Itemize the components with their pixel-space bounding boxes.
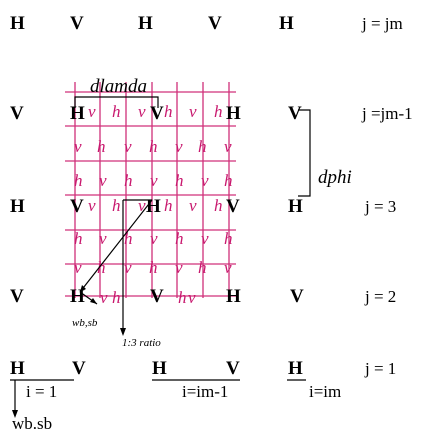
fine-v-label: v (189, 102, 197, 121)
coarse-v-label: V (150, 286, 164, 307)
coarse-v-label: V (208, 13, 222, 34)
fine-v-label: v (224, 258, 232, 277)
fine-h-label: h (198, 258, 207, 277)
coarse-h-label: H (70, 103, 85, 124)
fine-v-label: v (138, 102, 146, 121)
fine-v-label: v (138, 196, 146, 215)
fine-v-label: v (100, 288, 108, 307)
fine-v-label: v (124, 258, 132, 277)
coarse-v-label: V (150, 103, 164, 124)
fine-v-label: v (201, 229, 209, 248)
fine-grid-labels: v h v h v h v h v h v h v h v h v h v h … (74, 102, 233, 307)
fine-h-label: h (112, 196, 121, 215)
fine-v-label: v (88, 102, 96, 121)
fine-h-label: h (224, 229, 233, 248)
column-label-im-1: i=im-1 (182, 382, 228, 401)
coarse-v-label: V (226, 358, 240, 379)
coarse-h-label: H (138, 13, 153, 34)
fine-v-label: v (99, 229, 107, 248)
fine-h-label: h (97, 258, 106, 277)
fine-h-label: h (214, 102, 223, 121)
dphi-annotation: dphi (298, 109, 352, 197)
fine-h-label: h (149, 137, 158, 156)
fine-h-label: h (97, 137, 106, 156)
fine-v-label: v (150, 229, 158, 248)
row-label-j2: j = 2 (364, 287, 396, 306)
coarse-h-label: H (10, 358, 25, 379)
fine-v-label: v (188, 288, 196, 307)
arrows (79, 199, 153, 336)
coarse-v-label: V (290, 286, 304, 307)
fine-h-label: h (175, 171, 184, 190)
row-label-j3: j = 3 (364, 197, 396, 216)
coarse-h-label: H (288, 196, 303, 217)
fine-v-label: v (201, 171, 209, 190)
coarse-v-label: V (70, 13, 84, 34)
fine-v-label: v (124, 137, 132, 156)
fine-h-label: h (124, 229, 133, 248)
fine-v-label: v (175, 137, 183, 156)
fine-h-label: h (74, 171, 83, 190)
fine-h-label: h (74, 229, 83, 248)
fine-h-label: h (224, 171, 233, 190)
fine-v-label: v (150, 171, 158, 190)
coarse-v-label: V (10, 103, 24, 124)
coarse-h-label: H (146, 196, 161, 217)
fine-v-label: v (74, 258, 82, 277)
column-label-i1: i = 1 (26, 382, 57, 401)
fine-h-label: h (124, 171, 133, 190)
fine-v-label: v (175, 258, 183, 277)
row-jm-1: V H V H V j =jm-1 (10, 103, 413, 124)
fine-v-label: v (224, 137, 232, 156)
coarse-v-label: V (70, 196, 84, 217)
fine-h-label: h (198, 137, 207, 156)
fine-h-label: h (178, 288, 187, 307)
fine-v-label: v (99, 171, 107, 190)
coarse-h-label: H (10, 196, 25, 217)
fine-h-label: h (164, 196, 173, 215)
fine-grid-lines (65, 82, 236, 298)
coarse-h-label: H (226, 286, 241, 307)
wb-sb-label: wb.sb (12, 414, 52, 431)
column-labels: i = 1 i=im-1 i=im wb.sb (10, 379, 341, 433)
coarse-v-label: V (10, 286, 24, 307)
dlamda-label: dlamda (90, 76, 147, 97)
coarse-v-label: V (226, 196, 240, 217)
fine-v-label: v (88, 196, 96, 215)
fine-h-label: h (112, 102, 121, 121)
fine-h-label: h (214, 196, 223, 215)
row-label-jm: j = jm (361, 14, 403, 33)
column-label-im: i=im (309, 382, 341, 401)
fine-h-label: h (149, 258, 158, 277)
row-j2: V H V H V j = 2 (10, 286, 396, 307)
row-jm: H V H V H j = jm (10, 13, 403, 34)
ratio-label: 1:3 ratio (122, 337, 161, 349)
fine-h-label: h (164, 102, 173, 121)
fine-v-label: v (74, 137, 82, 156)
coarse-v-label: V (288, 103, 302, 124)
dlamda-annotation: dlamda (74, 76, 159, 108)
coarse-v-label: V (72, 358, 86, 379)
coarse-h-label: H (152, 358, 167, 379)
fine-v-label: v (189, 196, 197, 215)
coarse-h-label: H (279, 13, 294, 34)
fine-h-label: h (112, 288, 121, 307)
coarse-h-label: H (288, 358, 303, 379)
coarse-h-label: H (226, 103, 241, 124)
wb-sb-small-label: wb,sb (72, 317, 98, 329)
fine-h-label: h (175, 229, 184, 248)
row-label-j1: j = 1 (364, 359, 396, 378)
dphi-label: dphi (318, 167, 352, 188)
row-j1: H V H V H j = 1 (10, 358, 396, 379)
row-label-jm-1: j =jm-1 (361, 104, 413, 123)
coarse-h-label: H (10, 13, 25, 34)
row-j3: H V H V H j = 3 (10, 196, 396, 217)
